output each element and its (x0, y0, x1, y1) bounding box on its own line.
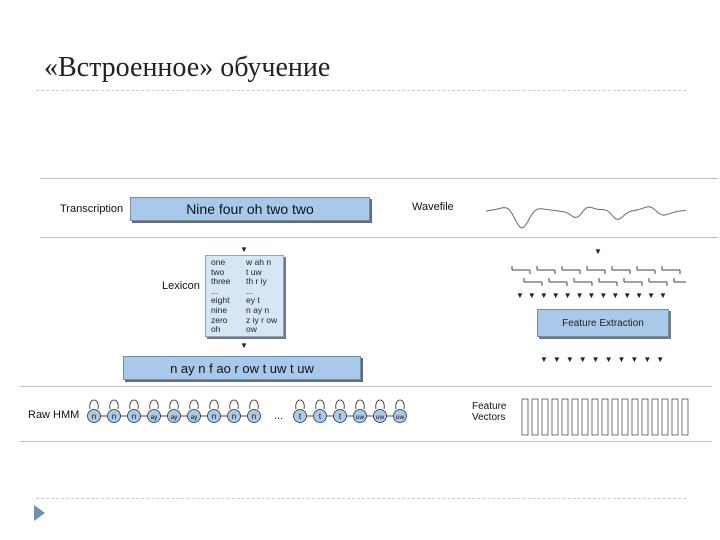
feature-vectors-label-line: Vectors (472, 412, 506, 423)
hmm-state: ay (187, 399, 201, 423)
feature-vectors-label-line: Feature (472, 401, 507, 412)
frame-windows-icon (511, 266, 686, 286)
lexicon-word: zero (211, 314, 228, 325)
transcription-box: Nine four oh two two (130, 197, 370, 221)
arrow-row-icon: ▼▼▼▼▼▼▼▼▼▼▼▼▼ (516, 291, 671, 300)
hmm-state: n (227, 399, 241, 423)
hmm-state-chain: n n n ay ay ay n n n... t t t uw uw uw (87, 399, 407, 423)
hmm-state-label: n (92, 412, 96, 421)
lexicon-word: three (211, 276, 231, 287)
hmm-state: t (333, 399, 347, 423)
footer-divider (36, 498, 686, 499)
arrow-down-icon: ▼ (240, 341, 248, 350)
feature-vector-bar (621, 398, 629, 436)
hmm-state-label: ay (151, 414, 159, 421)
lexicon-word: eight (211, 295, 230, 306)
lexicon-prons-column: w ah n t uw th r iy ... ey t n ay n z iy… (246, 257, 278, 335)
lexicon-pron: ow (246, 324, 257, 335)
lexicon-pron: ... (246, 285, 254, 296)
feature-vector-bar (651, 398, 659, 436)
lexicon-pron: z iy r ow (246, 314, 278, 325)
transcription-panel: Transcription Nine four oh two two Wavef… (40, 178, 718, 238)
feature-vector-bar (601, 398, 609, 436)
feature-extraction-label: Feature Extraction (562, 317, 644, 329)
hmm-ellipsis: ... (274, 410, 283, 422)
hmm-state: n (107, 399, 121, 423)
feature-vector-bar (551, 398, 559, 436)
lexicon-pron: th r iy (246, 276, 267, 287)
hmm-state-label: t (299, 412, 302, 421)
feature-vector-bar (571, 398, 579, 436)
hmm-state-label: n (252, 412, 256, 421)
feature-vector-bar (631, 398, 639, 436)
hmm-state: n (207, 399, 221, 423)
hmm-state-label: uw (396, 414, 405, 421)
lexicon-word: ... (211, 285, 219, 296)
bullet-arrow-icon (34, 505, 45, 521)
feature-vector-bar (561, 398, 569, 436)
hmm-state: t (293, 399, 307, 423)
transcription-text: Nine four oh two two (186, 201, 314, 217)
lexicon-words-column: one two three ... eight nine zero oh (211, 257, 231, 335)
arrow-down-icon: ▼ (594, 247, 602, 256)
slide-title: «Встроенное» обучение (44, 52, 331, 83)
transcription-label: Transcription (60, 203, 124, 215)
waveform-icon (485, 206, 687, 229)
hmm-state: uw (393, 399, 407, 423)
feature-vector-bar (521, 398, 529, 436)
wavefile-label: Wavefile (412, 201, 454, 213)
lexicon-word: one (211, 257, 226, 267)
hmm-state-label: ay (191, 414, 199, 421)
hmm-state: ay (167, 399, 181, 423)
feature-vector-bar (661, 398, 669, 436)
hmm-state: n (127, 399, 141, 423)
feature-vector-bar (541, 398, 549, 436)
hmm-state: t (313, 399, 327, 423)
hmm-state-label: n (232, 412, 236, 421)
feature-vector-bar (681, 398, 689, 436)
hmm-state-label: uw (376, 414, 385, 421)
raw-hmm-label: Raw HMM (28, 409, 80, 421)
phone-string-box: n ay n f ao r ow t uw t uw (123, 356, 361, 380)
hmm-state: n (87, 399, 101, 423)
lexicon-pron: t uw (246, 266, 262, 277)
hmm-state-label: n (112, 412, 116, 421)
lexicon-label: Lexicon (162, 280, 200, 292)
hmm-state-label: n (212, 412, 216, 421)
hmm-state-label: uw (356, 414, 365, 421)
hmm-state: ay (147, 399, 161, 423)
hmm-state-label: t (339, 412, 342, 421)
hmm-state: uw (353, 399, 367, 423)
arrow-row-icon: ▼▼▼▼▼▼▼▼▼▼ (540, 355, 670, 364)
feature-vectors-label: Feature Vectors (472, 401, 506, 423)
hmm-state-label: ay (171, 414, 179, 421)
raw-hmm-panel: Raw HMM n n n ay ay ay n n n... t t t uw uw uw Feature… (20, 386, 712, 442)
arrow-down-icon: ▼ (240, 245, 248, 254)
feature-extraction-box: Feature Extraction (537, 309, 669, 337)
hmm-state-label: t (319, 412, 322, 421)
hmm-state: n (247, 399, 261, 423)
phone-string-text: n ay n f ao r ow t uw t uw (170, 360, 314, 376)
lexicon-pron: n ay n (246, 304, 270, 315)
lexicon-word: oh (211, 324, 221, 335)
lexicon-word: two (211, 266, 225, 277)
feature-vector-bar (641, 398, 649, 436)
feature-vector-bar (591, 398, 599, 436)
lexicon-table: one two three ... eight nine zero oh w a… (205, 255, 284, 337)
hmm-state: uw (373, 399, 387, 423)
lexicon-word: nine (211, 304, 228, 315)
feature-vector-bar (531, 398, 539, 436)
lexicon-pron: w ah n (246, 257, 272, 267)
feature-vector-bar (581, 398, 589, 436)
feature-vectors-icon (521, 398, 689, 436)
title-divider (36, 90, 686, 91)
hmm-state-label: n (132, 412, 136, 421)
feature-vector-bar (671, 398, 679, 436)
feature-vector-bar (611, 398, 619, 436)
lexicon-pron: ey t (246, 295, 260, 306)
